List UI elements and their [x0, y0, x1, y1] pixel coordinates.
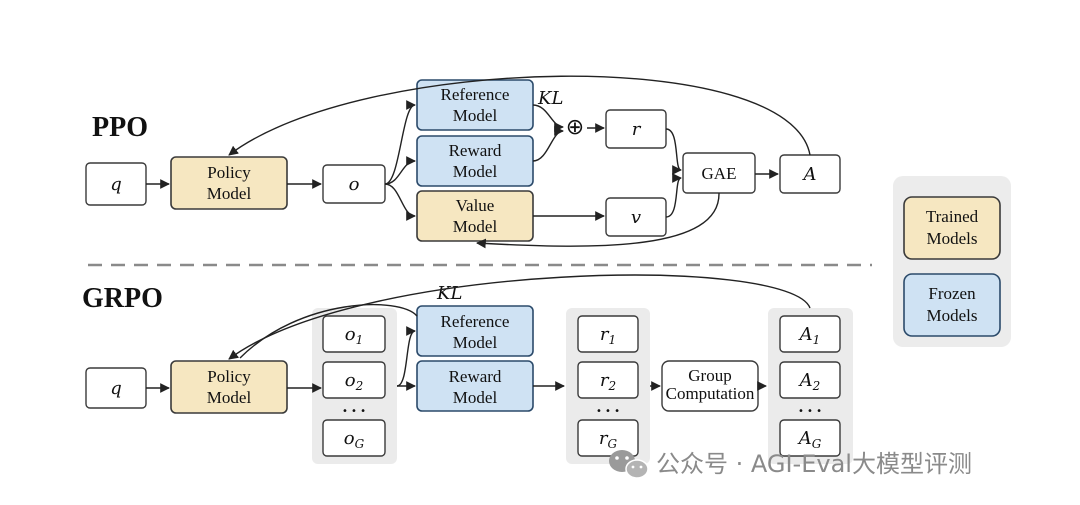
legend-frozen-label-1: Frozen: [928, 284, 976, 303]
ppo-edge-r-gae: [665, 128, 682, 175]
grpo-group-computation-label-1: Group: [688, 366, 731, 385]
grpo-reward-g: rG: [599, 428, 618, 451]
grpo-edge-kl-policy: [239, 303, 418, 359]
ppo-edge-o-value: [384, 183, 416, 221]
grpo-reward-g-box: [577, 419, 639, 457]
grpo-reference-label-2: Model: [453, 333, 498, 352]
grpo-policy-model: [170, 360, 288, 414]
grpo-advantage-g-box: [779, 419, 841, 457]
ppo-policy-label-1: Policy: [207, 163, 251, 182]
ppo-edge-a-policy: [228, 75, 811, 156]
watermark-text: 公众号 · AGI-Eval大模型评测: [656, 450, 972, 478]
ppo-query-label: q: [110, 174, 122, 195]
grpo-reward-2-box: [577, 361, 639, 399]
ppo-edge-gae-value: [476, 192, 720, 249]
grpo-advantages-ellipsis: • • •: [798, 406, 822, 417]
ppo-kl-label: KL: [537, 88, 563, 109]
legend-frozen-label-2: Models: [927, 306, 978, 325]
grpo-edge-advantages-policy: [228, 274, 811, 360]
grpo-policy-label-2: Model: [207, 388, 252, 407]
ppo-gae-label: GAE: [702, 164, 737, 183]
legend-trained-swatch: [903, 196, 1001, 260]
ppo-advantage-label: A: [802, 164, 817, 185]
grpo-output-g: oG: [344, 428, 365, 451]
grpo-reward-1-box: [577, 315, 639, 353]
grpo-output-1-box: [322, 315, 386, 353]
grpo-advantage-2: A2: [798, 370, 821, 393]
grpo-output-2-box: [322, 361, 386, 399]
ppo-reference-label-1: Reference: [441, 85, 510, 104]
grpo-advantage-1: A1: [798, 324, 821, 347]
grpo-reward-2: r2: [600, 370, 616, 393]
ppo-reward-value: r: [632, 119, 642, 140]
ppo-plus-symbol: ⊕: [566, 115, 584, 140]
grpo-reward-label-1: Reward: [449, 367, 502, 386]
grpo-kl-label: KL: [436, 283, 462, 304]
grpo-outputs-ellipsis: • • •: [342, 406, 366, 417]
grpo-advantage-2-box: [779, 361, 841, 399]
grpo-output-2: o2: [345, 370, 363, 393]
grpo-reference-model: [416, 305, 534, 357]
ppo-edge-o-reference: [384, 100, 416, 185]
ppo-value-value: v: [631, 207, 641, 228]
grpo-output-g-box: [322, 419, 386, 457]
ppo-edge-reward-plus: [532, 126, 564, 162]
ppo-title: PPO: [92, 112, 148, 143]
wechat-icon: [609, 450, 649, 479]
ppo-edge-o-reward: [384, 156, 416, 185]
ppo-edge-v-gae: [665, 173, 682, 218]
grpo-reward-1: r1: [600, 324, 616, 347]
grpo-group-computation-label-2: Computation: [666, 384, 755, 403]
ppo-policy-label-2: Model: [207, 184, 252, 203]
legend-trained-label-2: Models: [927, 229, 978, 248]
legend-trained-label-1: Trained: [926, 207, 979, 226]
ppo-value-label-2: Model: [453, 217, 498, 236]
ppo-reward-label-2: Model: [453, 162, 498, 181]
grpo-advantage-1-box: [779, 315, 841, 353]
ppo-value-label-1: Value: [456, 196, 495, 215]
grpo-output-1: o1: [345, 324, 363, 347]
grpo-advantage-g: AG: [797, 428, 822, 451]
grpo-title: GRPO: [82, 283, 163, 314]
grpo-rewards-ellipsis: • • •: [596, 406, 620, 417]
grpo-query-label: q: [110, 378, 122, 399]
grpo-reference-label-1: Reference: [441, 312, 510, 331]
ppo-policy-model: [170, 156, 288, 210]
ppo-reference-label-2: Model: [453, 106, 498, 125]
grpo-reward-label-2: Model: [453, 388, 498, 407]
legend-frozen-swatch: [903, 273, 1001, 337]
grpo-policy-label-1: Policy: [207, 367, 251, 386]
grpo-edge-outputs-reference: [396, 326, 416, 387]
ppo-reward-label-1: Reward: [449, 141, 502, 160]
ppo-output-label: o: [349, 174, 360, 195]
